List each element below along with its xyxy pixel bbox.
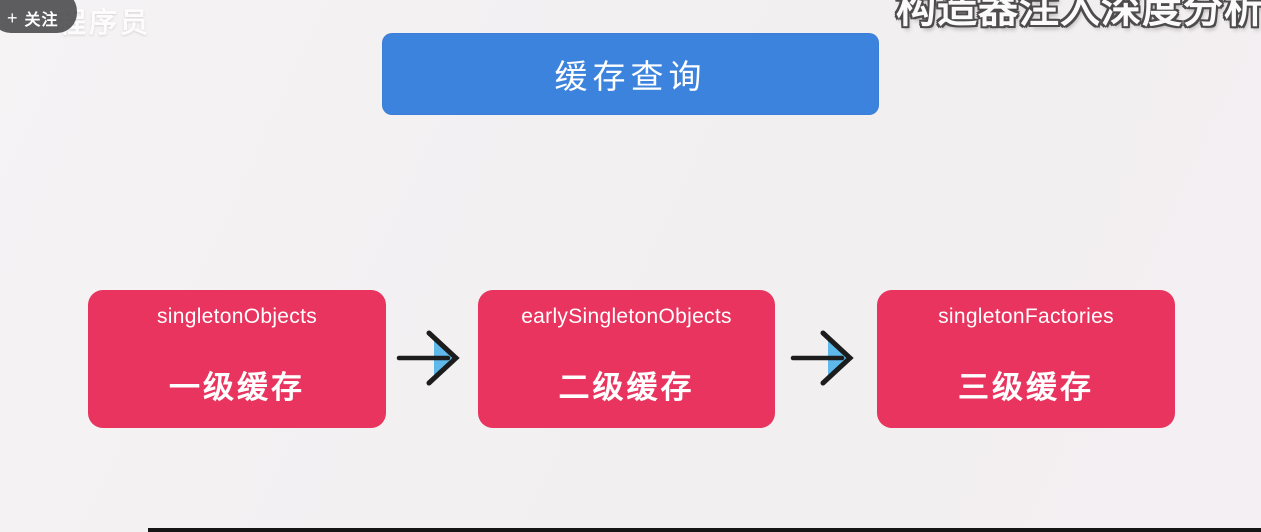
cache-box-level2-code: earlySingletonObjects	[521, 305, 732, 328]
arrow-head	[426, 330, 460, 386]
video-title-watermark: 构造器注入深度分析	[896, 0, 1261, 31]
plus-icon: +	[7, 7, 18, 28]
cache-query-box: 缓存查询	[382, 33, 879, 115]
cache-box-level2-label: 二级缓存	[558, 370, 695, 405]
cache-box-level1-code: singletonObjects	[156, 305, 318, 328]
arrow-right-icon	[790, 330, 854, 386]
cache-box-level2: earlySingletonObjects 二级缓存	[478, 290, 775, 428]
cache-box-level3: singletonFactories 三级缓存	[877, 290, 1175, 428]
cache-box-level1-label: 一级缓存	[169, 370, 305, 405]
arrow-right-icon	[396, 330, 460, 386]
cache-box-level3-label: 三级缓存	[958, 370, 1094, 405]
cache-query-label: 缓存查询	[554, 58, 707, 95]
follow-button[interactable]: + 关注	[0, 0, 77, 33]
cache-box-level1: singletonObjects 一级缓存	[88, 290, 386, 428]
cache-box-level3-code: singletonFactories	[938, 305, 1114, 328]
bottom-bar	[148, 528, 1261, 532]
arrow-head	[820, 330, 854, 386]
follow-button-label: 关注	[24, 11, 59, 29]
